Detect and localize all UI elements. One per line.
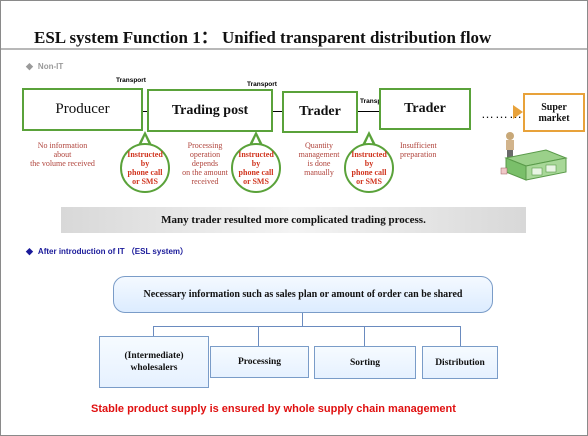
bubble-pointer-fill xyxy=(140,136,150,147)
note-line: operation xyxy=(189,150,221,159)
note-line: Processing xyxy=(187,141,223,150)
sorting-box: Sorting xyxy=(314,346,416,379)
conclusion-text: Stable product supply is ensured by whol… xyxy=(91,403,456,415)
diamond-icon: ◆ xyxy=(26,61,33,71)
note-line: manually xyxy=(304,168,334,177)
note-line: Insufficient xyxy=(400,141,437,150)
tree-branch xyxy=(258,326,259,346)
transport-label-3: Transport xyxy=(360,98,390,105)
dotted-connector: ……… xyxy=(481,106,523,121)
bubble-line: or SMS xyxy=(356,177,382,186)
wholesalers-line-2: wholesalers xyxy=(130,363,178,373)
note-line: management xyxy=(298,150,340,159)
bubble-pointer-fill xyxy=(251,136,261,147)
bubble-line: phone call xyxy=(127,168,163,177)
note-quantity: Quantity management is done manually xyxy=(291,141,347,177)
note-line: No information xyxy=(37,141,88,150)
connector-3 xyxy=(358,111,379,112)
note-line: depends xyxy=(191,159,219,168)
note-line: Quantity xyxy=(305,141,333,150)
bubble-line: Instructed xyxy=(238,150,274,159)
bubble-pointer-fill xyxy=(364,136,374,147)
arrow-right-icon xyxy=(513,105,523,119)
section-non-it: ◆ Non-IT xyxy=(26,61,63,72)
tree-branch xyxy=(364,326,365,346)
note-insufficient: Insufficient preparation xyxy=(400,141,470,159)
note-no-information: No information about the volume received xyxy=(15,141,110,168)
bubble-line: phone call xyxy=(351,168,387,177)
trader-box-2: Trader xyxy=(379,88,471,130)
complication-banner: Many trader resulted more complicated tr… xyxy=(61,207,526,233)
note-line: about xyxy=(53,150,72,159)
bubble-line: Instructed xyxy=(127,150,163,159)
wholesalers-box: (Intermediate) wholesalers xyxy=(99,336,209,388)
bubble-line: phone call xyxy=(238,168,274,177)
bubble-line: or SMS xyxy=(132,177,158,186)
trading-post-box: Trading post xyxy=(147,89,273,132)
producer-box: Producer xyxy=(22,88,143,131)
bubble-line: by xyxy=(140,159,150,168)
distribution-box: Distribution xyxy=(422,346,498,379)
supermarket-icon xyxy=(500,132,568,181)
tree-trunk xyxy=(302,313,303,326)
tree-branch xyxy=(460,326,461,346)
note-line: preparation xyxy=(400,150,437,159)
page-title: ESL system Function 1： Unified transpare… xyxy=(34,28,492,47)
bubble-line: by xyxy=(364,159,374,168)
supermarket-label-2: market xyxy=(538,112,570,124)
note-processing: Processing operation depends on the amou… xyxy=(173,141,237,186)
processing-box: Processing xyxy=(210,346,309,378)
section-non-it-label: Non-IT xyxy=(37,62,64,71)
section-after-it-label: After introduction of IT （ESL system） xyxy=(37,247,189,256)
connector-2 xyxy=(273,111,282,112)
note-line: the volume received xyxy=(30,159,95,168)
supermarket-label-1: Super xyxy=(541,101,567,113)
tree-horizontal xyxy=(153,326,460,327)
instruction-bubble-3: Instructed by phone call or SMS xyxy=(344,143,394,193)
section-after-it: ◆ After introduction of IT （ESL system） xyxy=(26,246,188,257)
instruction-bubble-1: Instructed by phone call or SMS xyxy=(120,143,170,193)
tree-branch xyxy=(153,326,154,336)
instruction-bubble-2: Instructed by phone call or SMS xyxy=(231,143,281,193)
note-line: received xyxy=(191,177,219,186)
wholesalers-line-1: (Intermediate) xyxy=(124,351,184,361)
bubble-line: by xyxy=(251,159,261,168)
shared-information-box: Necessary information such as sales plan… xyxy=(113,276,493,313)
note-line: is done xyxy=(307,159,331,168)
connector-1 xyxy=(143,111,147,112)
bubble-line: Instructed xyxy=(351,150,387,159)
trader-box-1: Trader xyxy=(282,91,358,133)
title-divider xyxy=(1,48,587,50)
bubble-line: or SMS xyxy=(243,177,269,186)
note-line: on the amount xyxy=(182,168,228,177)
transport-label-2: Transport xyxy=(247,81,277,88)
diamond-icon: ◆ xyxy=(26,246,33,256)
transport-label-1: Transport xyxy=(116,77,146,84)
